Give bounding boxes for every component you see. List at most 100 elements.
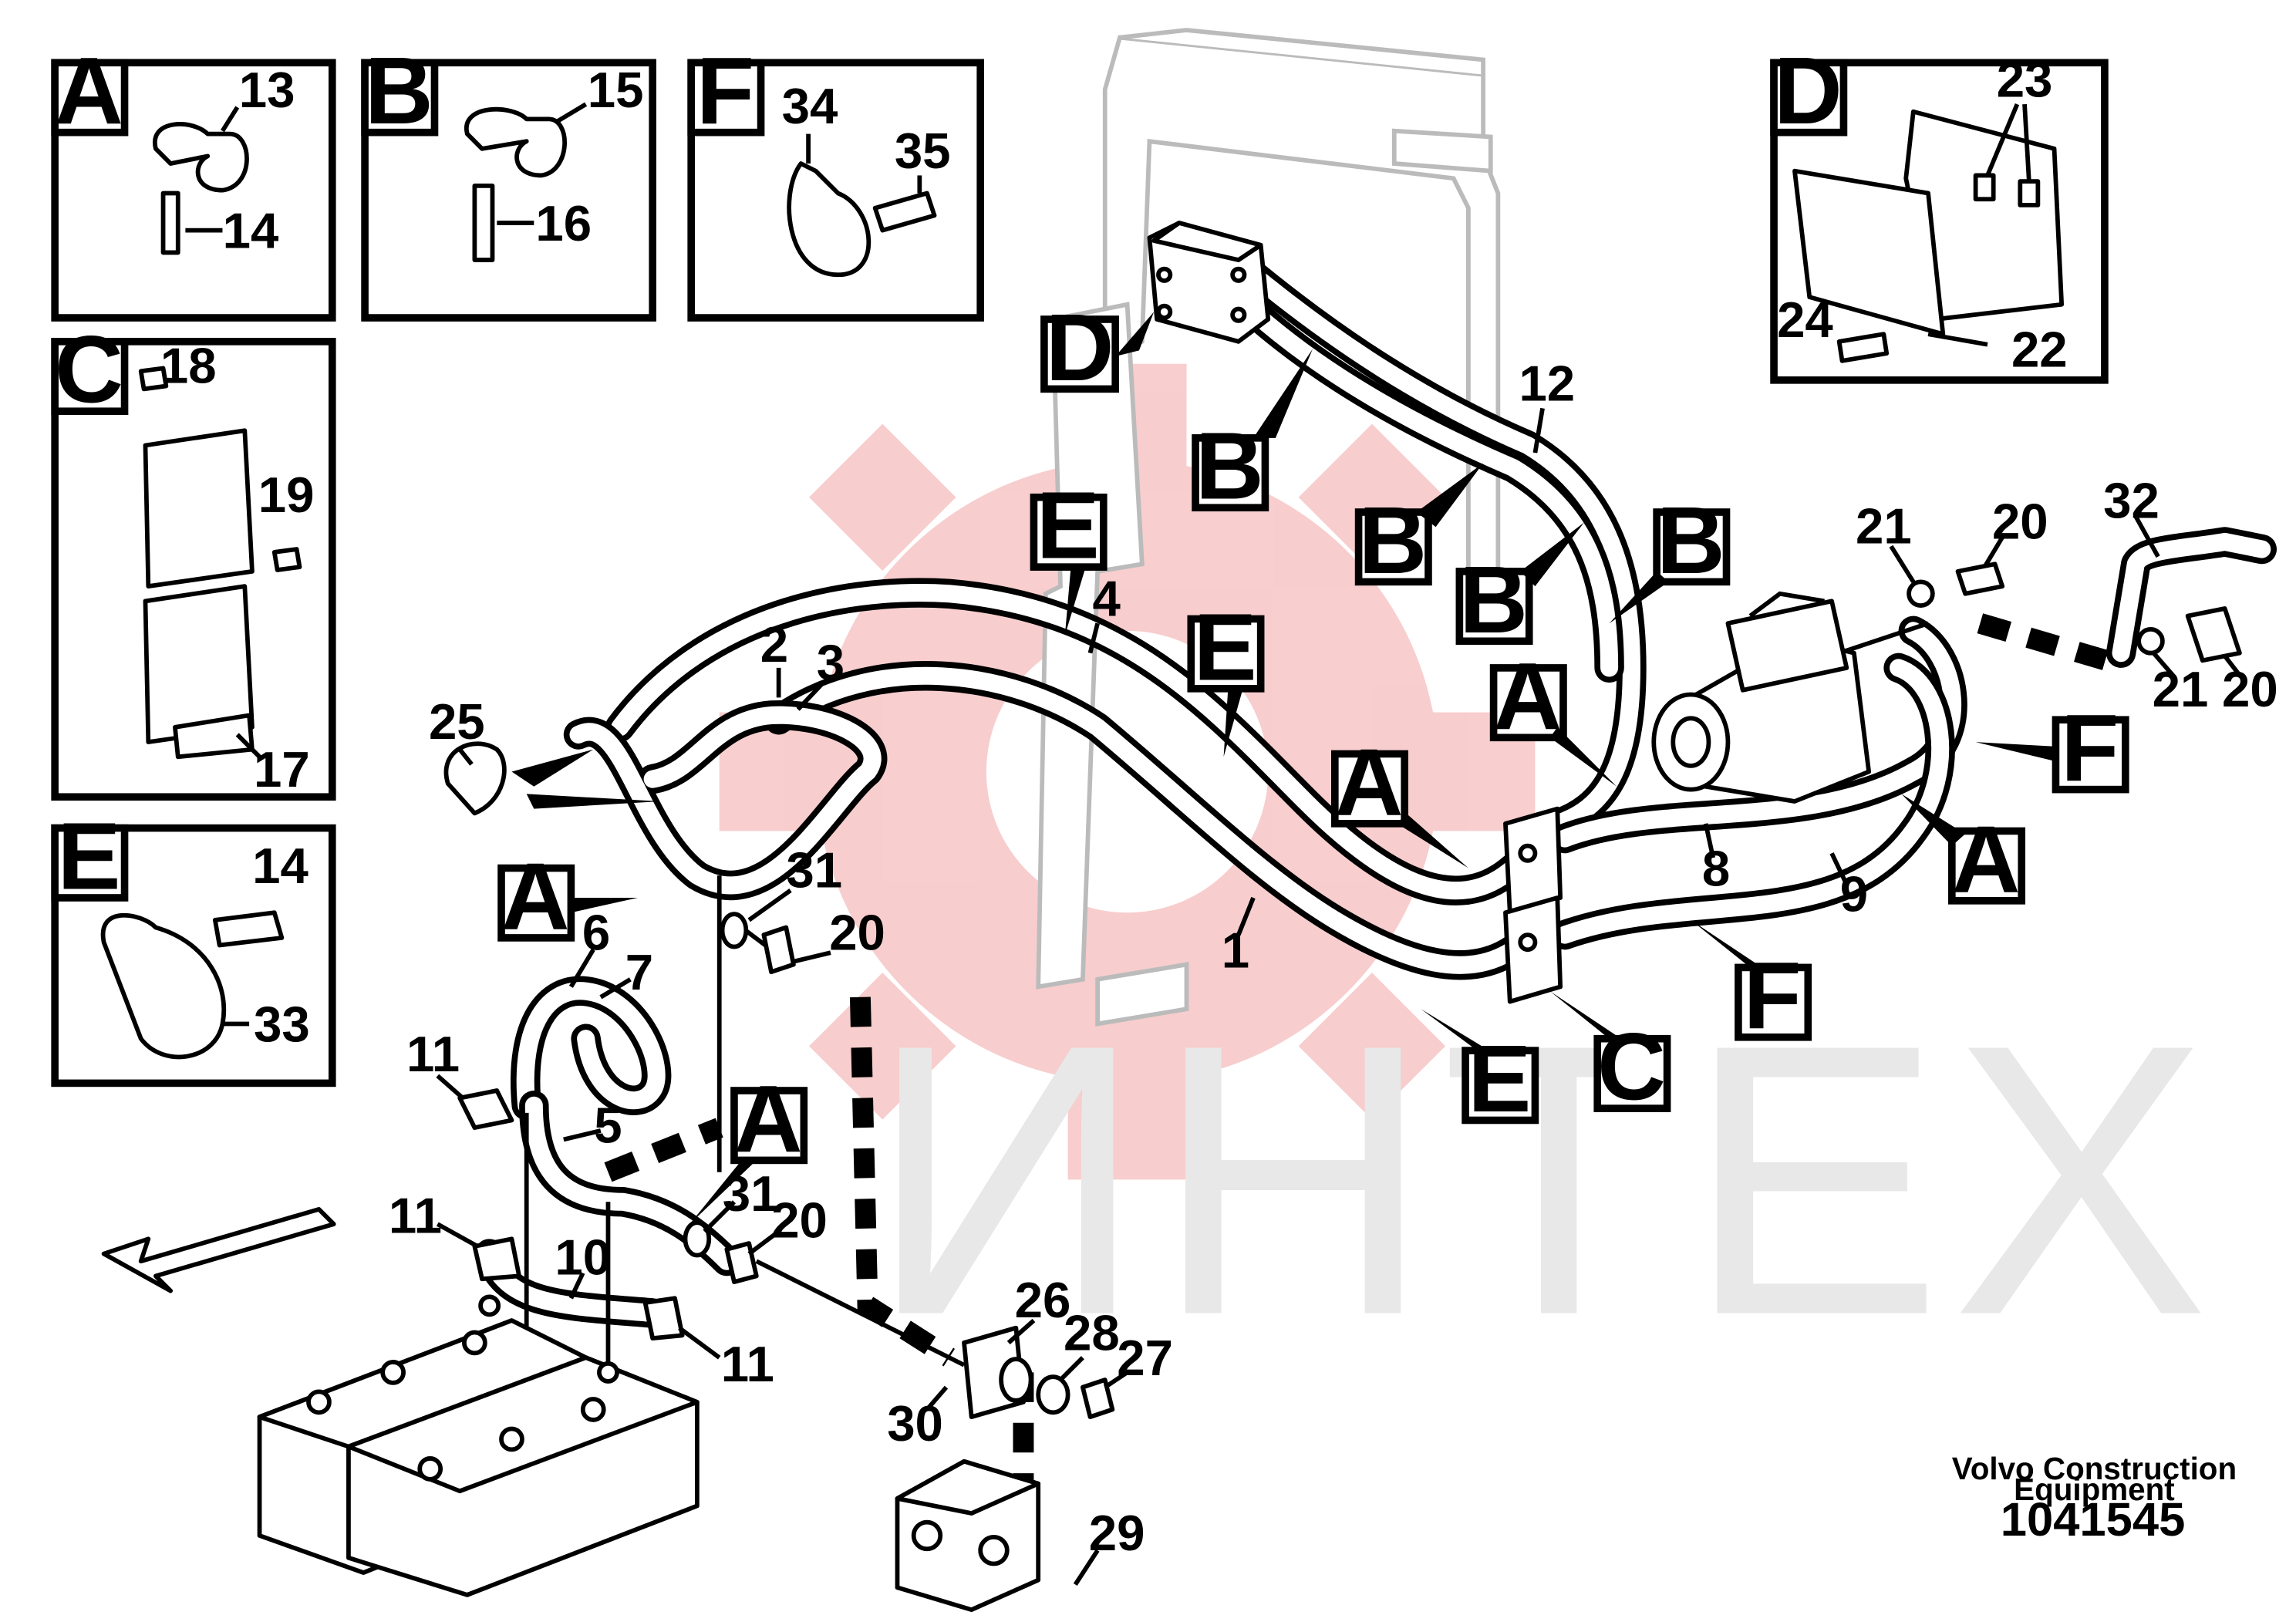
callout-letter: A [1493,644,1562,750]
inset-letter: F [696,39,754,144]
part-number: 23 [1997,52,2053,108]
grommet [443,741,507,816]
terminal-cap [761,925,796,975]
terminal-cap [1955,561,2005,596]
battery-box [895,1458,1041,1612]
callout-letter: F [1744,943,1802,1049]
callout-letter: E [1193,595,1256,700]
inset-a: A 13 14 [51,39,336,322]
part-number: 31 [723,1165,779,1222]
battery-main-switch [962,1325,1115,1419]
inset-e: E 14 33 [51,804,336,1088]
inset-f: F 34 35 [687,39,984,322]
part-number: 31 [786,842,842,899]
part-number: 27 [1117,1330,1173,1386]
part-number: 16 [535,195,592,251]
washer [2136,627,2165,656]
bolt-icon [872,191,937,233]
part-number: 15 [588,62,644,118]
part-number: 4 [1092,571,1120,627]
part-number: 20 [771,1192,828,1248]
callouts: D B B B B E E A A A [497,295,2129,1225]
direction-arrow [101,1206,336,1293]
callout-letter: E [1037,474,1100,579]
clamp-icon [153,122,249,193]
callout-letter: A [1952,807,2021,912]
part-number: 25 [429,693,485,750]
terminal-cap [642,1296,685,1341]
part-number: 35 [895,123,951,179]
part-number: 17 [254,741,310,798]
cable-bracket [1503,806,1563,1004]
junction-box [1147,221,1271,344]
part-number: 34 [782,78,838,134]
inset-letter: E [57,804,120,909]
junction-box-base-icon [1903,109,2065,322]
credit-line1: Volvo Construction [1952,1451,2237,1486]
screw-icon [1836,332,1890,363]
grommet [683,1220,712,1258]
bolt-icon [472,184,495,262]
grommet [720,912,749,949]
part-number: 24 [1777,292,1833,348]
bracket-icon [143,428,255,589]
watermark-gear-logo [719,363,1536,1180]
part-number: 29 [1089,1505,1145,1561]
junction-box-lid-icon [1792,168,1946,337]
inset-c: C 18 19 17 [51,318,336,801]
part-number: 10 [555,1229,611,1285]
part-number: 8 [1702,841,1730,897]
part-number: 28 [1064,1305,1120,1361]
credit-line2: Equipment [2014,1472,2175,1507]
callout-letter: D [1046,295,1114,401]
part-number: 1 [1222,922,1249,978]
starter-motor [1651,591,1872,804]
part-number: 21 [1856,497,1912,554]
terminal-cap [2185,606,2242,663]
part-number: 20 [2222,661,2278,717]
part-number: 11 [389,1188,442,1244]
inset-b: B 15 16 [361,39,656,322]
part-number: 11 [406,1026,460,1082]
terminal-cap [472,1236,521,1282]
part-number: 32 [2103,473,2159,529]
bolt-icon [212,910,285,948]
part-number: 11 [721,1336,774,1392]
callout-letter: E [1468,1027,1531,1132]
terminal-cap [457,1088,514,1130]
watermark: ИНТЕХ [719,363,2218,1394]
callout-letter: B [1657,488,1725,594]
washer [1907,579,1935,609]
part-number: 2 [760,616,788,673]
part-number: 14 [252,838,308,894]
credit-block: Volvo Construction Equipment 1041545 [1952,1451,2237,1546]
part-number: 3 [817,634,845,690]
part-number: 6 [582,904,610,960]
callout-letter: A [1335,730,1404,835]
clamp-icon [464,106,567,178]
bolt-icon [138,366,169,392]
inset-letter: B [365,39,433,144]
callout-letter: C [1597,1015,1666,1121]
part-number: 9 [1840,865,1868,922]
part-labels: 12 4 2 3 25 31 20 1 8 9 21 20 32 21 20 6… [389,356,2278,1586]
machine-frame [1036,28,1501,1027]
part-number: 21 [2153,661,2209,717]
document-number: 1041545 [2001,1493,2186,1546]
clamp-icon [100,912,227,1060]
pointer-wedge [526,794,660,809]
watermark-text: ИНТЕХ [868,963,2218,1394]
batteries [257,1294,700,1597]
part-number: 33 [254,996,310,1053]
inset-letter: C [55,318,123,423]
part-number: 26 [1015,1272,1071,1328]
part-number: 19 [258,467,315,523]
callout-letter: B [1358,488,1427,594]
callout-letter: F [2061,696,2119,801]
callout-letter: A [501,844,570,949]
part-number: 13 [239,62,295,118]
part-number: 22 [2011,322,2068,378]
pointer-wedge [511,749,594,787]
components [101,221,2277,1612]
part-number: 20 [1992,494,2048,550]
